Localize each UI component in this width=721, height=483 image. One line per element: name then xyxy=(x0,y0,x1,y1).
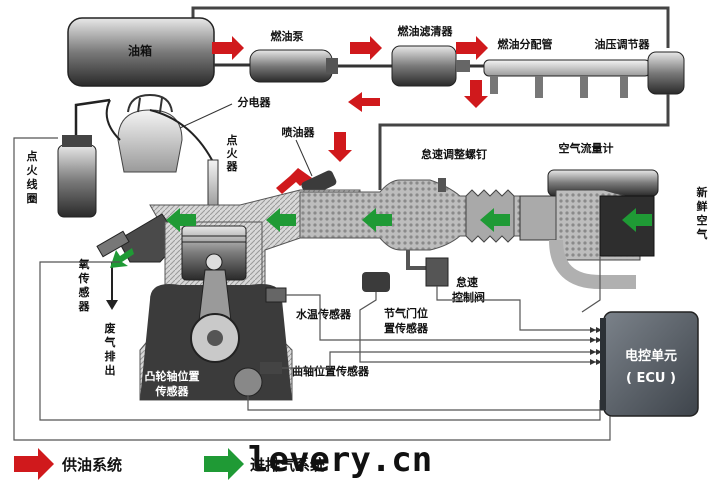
oxygen-sensor-char: 感 xyxy=(79,285,90,299)
ecu: 电控单元 ( ECU ) xyxy=(600,311,699,417)
throttle-sensor-label-2: 置传感器 xyxy=(384,321,429,335)
fuel-arrow xyxy=(350,36,382,60)
fuel-tank: 油箱 xyxy=(67,17,215,87)
crank-sensor-label: 曲轴位置传感器 xyxy=(292,364,370,378)
idle-adjust-screw: 怠速调整螺钉 xyxy=(421,147,487,192)
air-flow-arrows xyxy=(110,208,652,268)
air-arrow xyxy=(266,208,296,232)
fuel-arrow xyxy=(464,80,488,108)
fuel-filter: 燃油滤清器 xyxy=(391,24,470,87)
legend: 供油系统 进排气系统 xyxy=(14,448,325,480)
cam-sensor-label-1: 凸轮轴位置 xyxy=(145,369,200,383)
pressure-regulator-label: 油压调节器 xyxy=(595,37,651,51)
ignition-coil-char: 线 xyxy=(27,177,38,191)
fresh-air-char: 空 xyxy=(697,213,708,227)
fresh-air-char: 气 xyxy=(696,227,708,241)
fuel-arrow xyxy=(348,92,380,112)
idle-valve-label-2: 控制阀 xyxy=(452,290,485,304)
fuel-pump: 燃油泵 xyxy=(249,29,338,83)
fresh-air-char: 鲜 xyxy=(697,199,708,213)
air-arrow xyxy=(622,208,652,232)
water-temp-sensor xyxy=(265,287,287,303)
idle-control-valve: 怠速 控制阀 xyxy=(406,250,485,304)
fuel-pump-label: 燃油泵 xyxy=(270,29,304,43)
spark-plug-char: 火 xyxy=(227,147,239,160)
spark-plug-char: 器 xyxy=(226,160,239,173)
cam-wheel xyxy=(233,367,263,397)
ignition-coil-char: 圈 xyxy=(27,192,38,205)
fuel-tank-label: 油箱 xyxy=(128,43,152,58)
ignition-coil-char: 火 xyxy=(27,164,39,177)
fresh-air-char: 新 xyxy=(697,185,708,199)
idle-screw-label: 怠速调整螺钉 xyxy=(421,147,487,161)
throttle-sensor-label-1: 节气门位 xyxy=(384,306,428,320)
ignition-coil-char: 点 xyxy=(27,149,38,163)
water-temp-sensor-label: 水温传感器 xyxy=(296,307,352,321)
air-arrow xyxy=(110,248,134,268)
ecu-signal-arrowheads xyxy=(590,327,602,365)
legend-fuel-arrow xyxy=(14,448,54,480)
crank-mechanism xyxy=(190,269,240,363)
sensor-wires xyxy=(13,137,611,441)
air-flow-meter: 空气流量计 xyxy=(519,141,659,261)
ignition-coil: 点 火 线 圈 xyxy=(27,98,111,218)
legend-fuel-label: 供油系统 xyxy=(61,456,122,474)
oxygen-sensor: 氧 传 感 器 xyxy=(78,230,130,313)
spark-plug-char: 点 xyxy=(227,133,238,147)
injector-label: 喷油器 xyxy=(282,125,316,139)
fuel-arrow xyxy=(456,36,488,60)
fuel-arrow xyxy=(212,36,244,60)
fuel-rail: 燃油分配管 xyxy=(483,37,651,98)
throttle-position-sensor: 节气门位 置传感器 xyxy=(362,272,429,335)
ecu-label-1: 电控单元 xyxy=(625,348,677,364)
cam-sensor-label-2: 传感器 xyxy=(155,384,190,398)
regulator-vacuum-line xyxy=(378,94,670,190)
oxygen-sensor-char: 氧 xyxy=(78,257,90,271)
ecu-label-2: ( ECU ) xyxy=(626,371,676,386)
fuel-rail-label: 燃油分配管 xyxy=(497,37,553,51)
legend-air-arrow xyxy=(204,448,244,480)
spark-plug: 点 火 器 xyxy=(207,133,239,209)
fuel-arrow xyxy=(328,132,352,162)
air-arrow xyxy=(480,208,510,232)
oxygen-sensor-char: 传 xyxy=(78,271,90,285)
ht-lead xyxy=(105,99,121,141)
air-flow-meter-label: 空气流量计 xyxy=(559,141,614,155)
pressure-regulator: 油压调节器 xyxy=(595,37,685,95)
distributor: 分电器 xyxy=(117,93,272,173)
idle-valve-label-1: 怠速 xyxy=(456,275,478,289)
fuel-flow-arrows xyxy=(212,36,488,194)
air-arrow xyxy=(362,208,392,232)
ht-lead xyxy=(149,109,213,161)
fuel-return-line xyxy=(191,6,670,48)
fuel-arrow xyxy=(276,168,312,194)
air-arrow xyxy=(166,208,196,232)
exhaust-char: 排 xyxy=(105,349,116,363)
oxygen-sensor-char: 器 xyxy=(78,300,91,313)
exhaust-char: 废 xyxy=(105,321,116,335)
exhaust-char: 出 xyxy=(105,363,116,377)
crank-sensor xyxy=(260,362,282,374)
piston xyxy=(181,225,247,281)
watermark: levery.cn xyxy=(248,440,432,480)
fuel-filter-label: 燃油滤清器 xyxy=(397,24,454,38)
exhaust-char: 气 xyxy=(104,335,116,349)
exhaust-outlet: 废 气 排 出 xyxy=(104,262,118,377)
legend-air-label: 进排气系统 xyxy=(250,456,325,474)
distributor-label: 分电器 xyxy=(238,95,272,109)
fresh-air-label: 新 鲜 空 气 xyxy=(696,185,708,241)
